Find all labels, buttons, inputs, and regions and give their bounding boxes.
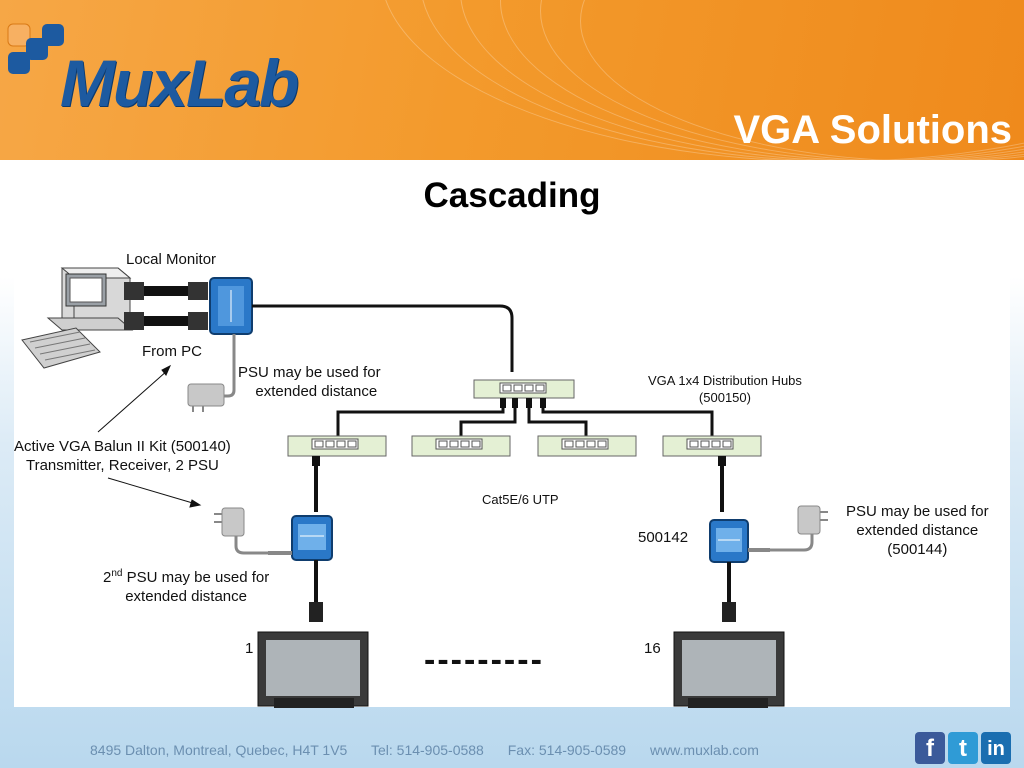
display-1-icon — [257, 631, 369, 708]
distribution-hub-main — [473, 379, 575, 399]
ellipsis-dashes: --------- — [424, 641, 544, 679]
header-banner: MuxLab VGA Solutions — [0, 0, 1024, 160]
twitter-icon[interactable]: t — [948, 732, 978, 764]
page-title: VGA Solutions — [733, 108, 1012, 152]
footer-contact: 8495 Dalton, Montreal, Quebec, H4T 1V5 T… — [90, 742, 779, 758]
from-pc-label: From PC — [142, 343, 202, 360]
pc-icon — [21, 267, 134, 369]
receiver-model-label: 500142 — [638, 529, 689, 546]
vga-connector-icon — [124, 282, 208, 330]
footer-address: 8495 Dalton, Montreal, Quebec, H4T 1V5 — [90, 742, 348, 758]
display-first-label: 1 — [245, 640, 254, 657]
kit-label: Active VGA Balun II Kit (500140) Transmi… — [14, 438, 231, 474]
muxlab-logo-mark — [7, 23, 64, 74]
power-adapter-icon — [214, 507, 245, 537]
linkedin-icon[interactable]: in — [981, 732, 1011, 764]
footer-tel: Tel: 514-905-0588 — [370, 742, 484, 758]
display-16-icon — [673, 631, 785, 708]
muxlab-logo[interactable]: MuxLab — [60, 46, 299, 120]
hubs-label: VGA 1x4 Distribution Hubs (500150) — [648, 373, 802, 405]
slide-title: Cascading — [423, 176, 601, 215]
second-psu-note: 2nd PSU may be used for extended distanc… — [103, 568, 270, 605]
power-adapter-icon — [797, 505, 828, 535]
footer-web-link[interactable]: www.muxlab.com — [649, 742, 759, 758]
distribution-hub-4 — [662, 435, 762, 457]
transmitter-balun — [209, 277, 253, 335]
psu-note-right: PSU may be used for extended distance (5… — [846, 503, 989, 558]
distribution-hub-3 — [537, 435, 637, 457]
local-monitor-label: Local Monitor — [126, 251, 217, 268]
power-adapter-icon — [187, 383, 225, 412]
footer-fax: Fax: 514-905-0589 — [507, 742, 627, 758]
receiver-balun-1 — [291, 515, 333, 561]
content-panel — [14, 162, 1010, 707]
receiver-balun-16 — [709, 519, 749, 563]
psu-note-top: PSU may be used for extended distance — [238, 364, 381, 400]
cable-label: Cat5E/6 UTP — [482, 492, 559, 507]
distribution-hub-2 — [411, 435, 511, 457]
facebook-icon[interactable]: f — [915, 732, 945, 764]
display-last-label: 16 — [644, 640, 661, 657]
distribution-hub-1 — [287, 435, 387, 457]
